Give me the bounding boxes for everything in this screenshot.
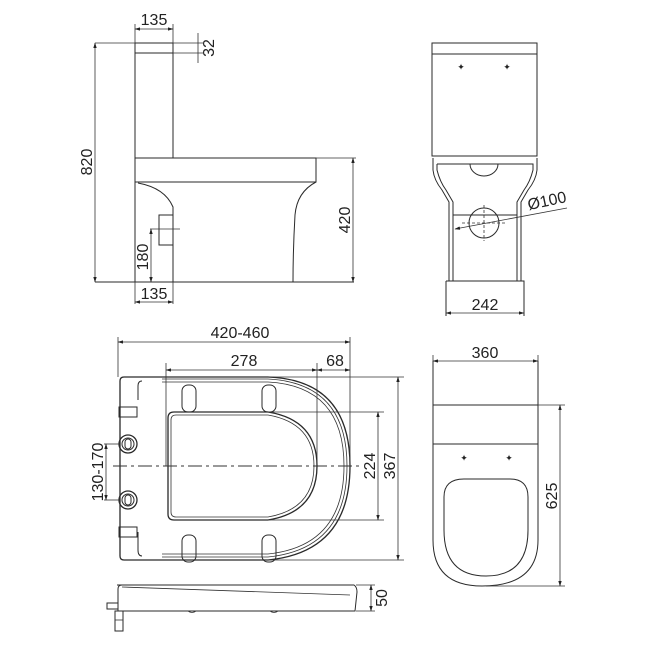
- dim-outlet-setback: 135: [141, 286, 168, 303]
- top-outline: [432, 361, 539, 587]
- dim-seat-thickness: 50: [374, 589, 391, 607]
- dim-hinge-to-opening: 278: [231, 353, 258, 370]
- outlet-box: [158, 214, 174, 246]
- seat-hinge-post: [106, 602, 119, 610]
- bumper-bottom-right: [261, 534, 277, 563]
- seat-opening: [167, 411, 318, 521]
- dim-outlet-height: 180: [135, 244, 152, 271]
- bumper-bottom-left: [181, 534, 197, 563]
- top-fixing-icon: ✦: [505, 454, 513, 464]
- top-fixing-icon: ✦: [460, 454, 468, 464]
- top-plan-view: ✦ ✦ 360 625: [432, 345, 565, 587]
- seat-profile-outline: [117, 584, 358, 612]
- dim-cistern-depth: 135: [141, 12, 168, 29]
- dim-overall-height: 820: [79, 149, 96, 176]
- front-cistern: [431, 42, 538, 157]
- dim-opening-width: 224: [362, 453, 379, 480]
- bowl-rim: [134, 157, 317, 183]
- hinge-tab-top: [118, 406, 138, 418]
- pedestal-outer: [432, 158, 538, 281]
- top-seat-opening: [443, 478, 529, 577]
- dim-top-depth: 625: [544, 483, 561, 510]
- body-front-curve: [292, 181, 317, 283]
- pedestal-inner: [436, 163, 534, 281]
- dim-base-width: 242: [472, 297, 499, 314]
- dim-hinge-spacing: 130-170: [90, 443, 107, 502]
- seat-outer-outline: [119, 376, 351, 561]
- front-trap-arc: [469, 163, 499, 177]
- dim-front-rim: 68: [326, 353, 344, 370]
- dim-inlet-diameter: Ø100: [526, 189, 568, 214]
- seat-side-view: 50: [106, 584, 391, 632]
- dim-top-width: 360: [472, 345, 499, 362]
- bumper-top-left: [181, 384, 197, 413]
- flush-button-icon: ✦: [503, 63, 511, 73]
- dim-lid-thickness: 32: [201, 39, 218, 57]
- front-base: [445, 280, 525, 316]
- cistern-outline: [134, 42, 174, 159]
- dim-seat-length: 420-460: [211, 325, 270, 342]
- seat-inner-frame: [137, 380, 143, 557]
- seat-plan-view: 420-460 278 68 224 367 130-170: [90, 325, 404, 563]
- dim-seat-height: 420: [337, 207, 354, 234]
- side-view: 135 32 820 420 180 135: [79, 12, 356, 304]
- body-back-curve: [137, 182, 174, 282]
- bumper-top-right: [261, 384, 277, 413]
- flush-button-icon: ✦: [457, 63, 465, 73]
- seat-fixing-bolt: [114, 610, 124, 632]
- dim-seat-width: 367: [382, 453, 399, 480]
- hinge-tab-bottom: [118, 526, 138, 538]
- front-view: ✦ ✦ Ø100 242: [431, 42, 568, 316]
